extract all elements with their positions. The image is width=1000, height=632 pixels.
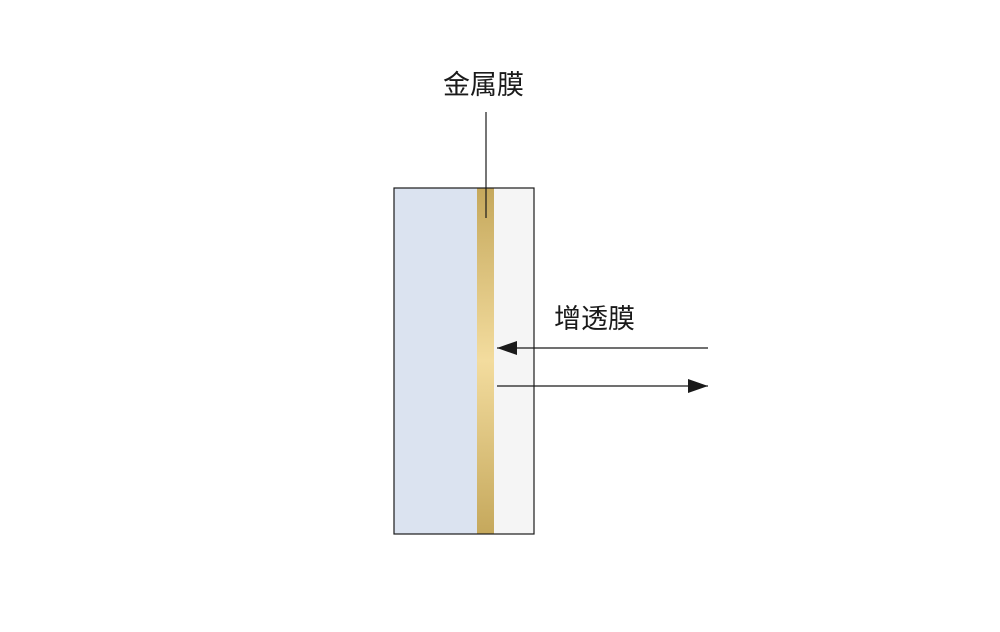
metal-film-label: 金属膜	[443, 70, 524, 101]
stack-outline	[393, 187, 535, 535]
metal-film	[477, 188, 494, 534]
antireflection-film-label: 增透膜	[554, 304, 635, 335]
antireflection-layer	[494, 188, 534, 534]
glass-substrate	[394, 188, 477, 534]
